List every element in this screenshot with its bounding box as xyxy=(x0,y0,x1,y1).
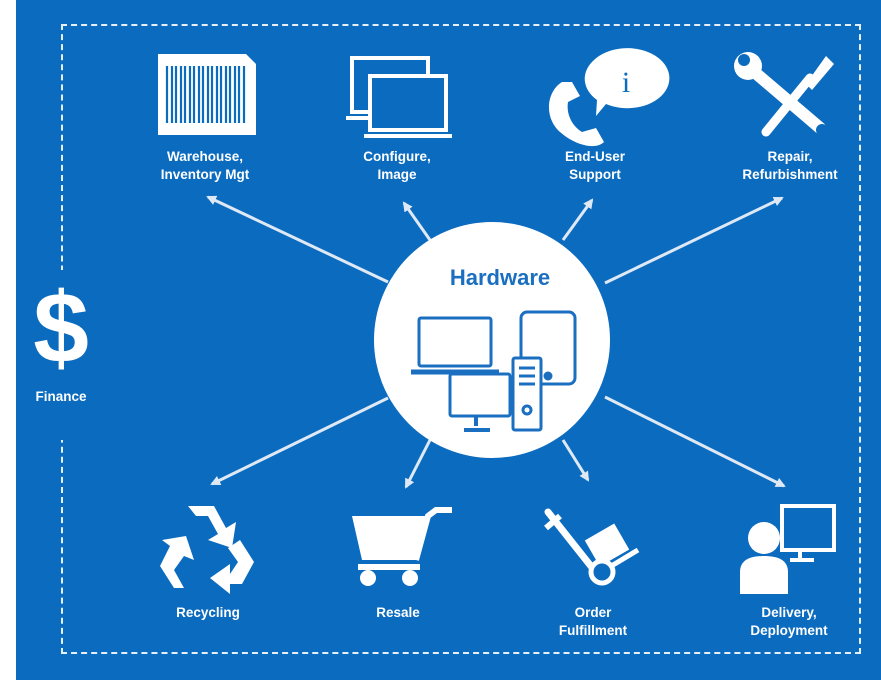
hub-title: Hardware xyxy=(449,265,551,290)
hardware-devices-icon xyxy=(411,310,577,432)
node-label-delivery: Delivery, Deployment xyxy=(714,604,864,640)
node-label-resale: Resale xyxy=(323,604,473,622)
arrow-to-delivery xyxy=(604,395,786,488)
node-label-line: Deployment xyxy=(750,623,828,638)
node-label-line: End-User xyxy=(564,149,625,164)
node-label-line: Inventory Mgt xyxy=(160,167,250,182)
arrow-to-warehouse xyxy=(206,195,389,284)
node-label-repair: Repair, Refurbishment xyxy=(715,148,865,184)
node-label-configure: Configure, Image xyxy=(322,148,472,184)
node-label-line: Refurbishment xyxy=(742,167,838,182)
dollar-icon: $ xyxy=(33,272,89,384)
technician-icon xyxy=(740,504,836,594)
node-label-line: Order xyxy=(574,605,612,620)
node-label-line: Resale xyxy=(376,605,420,620)
node-label-line: Warehouse, xyxy=(166,149,244,164)
node-label-line: Repair, xyxy=(767,149,813,164)
node-label-line: Recycling xyxy=(176,605,240,620)
node-label-line: Configure, xyxy=(363,149,431,164)
phone-info-icon: i xyxy=(548,48,670,147)
node-label-line: Support xyxy=(569,167,621,182)
tools-icon xyxy=(734,52,834,137)
cart-icon xyxy=(352,507,452,586)
node-label-line: Image xyxy=(377,167,417,182)
finance-label-text: Finance xyxy=(35,389,87,404)
node-label-line: Delivery, xyxy=(761,605,817,620)
node-label-support: End-User Support xyxy=(520,148,670,184)
arrow-to-recycling xyxy=(210,396,389,486)
arrow-to-repair xyxy=(604,196,784,285)
monitors-icon xyxy=(346,56,452,138)
boundary-gap xyxy=(40,270,100,440)
finance-label: Finance xyxy=(0,388,136,406)
node-label-warehouse: Warehouse, Inventory Mgt xyxy=(130,148,280,184)
arrow-to-configure xyxy=(402,201,432,241)
node-label-line: Fulfillment xyxy=(558,623,628,638)
arrow-to-resale xyxy=(404,439,432,489)
recycle-icon xyxy=(160,506,254,594)
svg-text:i: i xyxy=(622,66,630,99)
barcode-icon xyxy=(158,54,256,135)
hand-truck-icon xyxy=(544,508,640,586)
arrow-to-support xyxy=(561,198,594,241)
node-label-recycling: Recycling xyxy=(133,604,283,622)
arrow-to-order xyxy=(561,439,590,482)
node-label-order: Order Fulfillment xyxy=(518,604,668,640)
